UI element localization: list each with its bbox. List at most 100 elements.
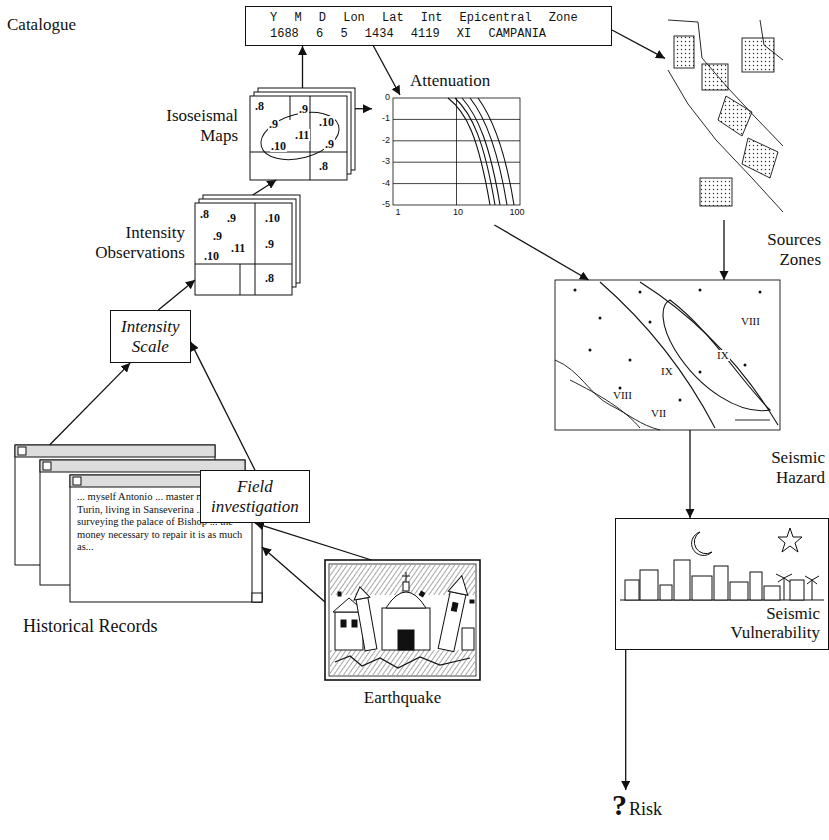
earthquake-woodcut xyxy=(356,598,377,651)
seismic-hazard-map xyxy=(570,380,640,428)
axis-tick-label: 100 xyxy=(509,208,525,217)
node-label: Attenuation xyxy=(410,71,490,91)
intensity-contour-label: VIII xyxy=(740,316,761,327)
earthquake-woodcut xyxy=(451,602,458,611)
seismic-hazard-map xyxy=(663,300,770,411)
intensity-value: .10 xyxy=(270,140,287,152)
intensity-value: .11 xyxy=(230,242,246,254)
node-label: Seismic Hazard xyxy=(735,448,825,487)
earthquake-woodcut xyxy=(341,620,346,627)
node-label: Intensity Scale xyxy=(121,317,180,356)
city-skyline xyxy=(674,560,690,600)
axis-tick-label: 10 xyxy=(450,208,466,217)
earthquake-woodcut xyxy=(330,650,475,675)
intensity-observation-stack xyxy=(195,264,292,265)
seismic-hazard-map: Seismic Hazard xyxy=(555,280,780,430)
intensity-value: .9 xyxy=(212,230,223,242)
flow-arrow xyxy=(158,280,195,310)
node-label: Earthquake xyxy=(325,688,480,708)
intensity-observation-stack xyxy=(255,203,256,295)
seismic-hazard-map xyxy=(574,289,762,402)
seismic-hazard-map xyxy=(600,282,715,428)
intensity-value: .9 xyxy=(324,138,335,150)
city-skyline xyxy=(776,574,792,582)
seismic-vulnerability: Seismic Vulnerability xyxy=(615,518,829,650)
isoseismal-map-stack xyxy=(250,96,347,180)
source-zones-map xyxy=(668,20,783,212)
attenuation-chart xyxy=(393,98,520,205)
axis-tick-label: 0 xyxy=(374,93,390,102)
city-skyline xyxy=(778,528,802,552)
seismic-hazard-map xyxy=(640,282,778,425)
intensity-observation-stack xyxy=(195,203,292,295)
node-label: ? xyxy=(612,790,627,820)
earthquake-woodcut xyxy=(382,608,430,650)
earthquake-woodcut xyxy=(448,574,471,596)
city-skyline xyxy=(640,570,658,600)
intensity-value: .9 xyxy=(226,212,237,224)
seismic-hazard-map xyxy=(574,289,577,292)
source-zones-map xyxy=(668,20,783,146)
intensity-observation-stack xyxy=(195,195,300,295)
process-box: Field investigation xyxy=(200,470,310,523)
intensity-observations: Intensity Observations xyxy=(195,195,300,295)
intensity-value: .10 xyxy=(318,116,335,128)
earthquake-woodcut xyxy=(470,600,474,603)
flow-arrow xyxy=(625,650,626,790)
intensity-contour-label: VIII xyxy=(612,390,633,401)
flow-arrow xyxy=(255,523,372,560)
intensity-value: .8 xyxy=(318,160,329,172)
flow-arrow xyxy=(494,225,588,280)
city-skyline xyxy=(750,572,762,600)
city-skyline xyxy=(812,580,813,600)
intensity-value: .8 xyxy=(199,208,210,220)
earthquake-picture: Earthquake xyxy=(325,560,480,680)
seismic-hazard-map xyxy=(735,420,770,421)
flow-arrow xyxy=(253,180,277,195)
source-zones-map xyxy=(700,178,732,206)
intensity-value: .9 xyxy=(268,118,279,130)
axis-tick-label: -1 xyxy=(374,114,390,123)
seismic-hazard-map xyxy=(649,321,652,324)
city-skyline xyxy=(692,576,712,600)
risk-mark: ?Risk xyxy=(612,790,707,830)
earthquake-woodcut xyxy=(398,630,414,650)
seismic-hazard-map xyxy=(639,291,642,294)
seismic-hazard-map xyxy=(699,289,702,292)
axis-tick-label: -5 xyxy=(374,200,390,209)
city-skyline xyxy=(764,586,780,600)
intensity-value: .8 xyxy=(264,272,275,284)
intensity-contour-label: IX xyxy=(660,366,674,377)
document-windows xyxy=(43,462,51,470)
intensity-value: .9 xyxy=(298,103,309,115)
flow-arrow xyxy=(191,342,255,470)
seismic-hazard-map xyxy=(759,291,762,294)
city-skyline xyxy=(625,580,639,600)
intensity-value: .11 xyxy=(294,129,310,141)
flow-arrow xyxy=(612,30,665,58)
attenuation-chart xyxy=(393,98,520,205)
source-zones-map xyxy=(668,70,783,212)
earthquake-woodcut xyxy=(325,560,480,680)
document-windows xyxy=(15,445,262,602)
document-windows xyxy=(18,447,26,455)
document-windows xyxy=(73,477,81,485)
attenuation-chart xyxy=(456,98,457,205)
flow-arrow xyxy=(689,430,690,518)
intensity-contour-label: VII xyxy=(650,408,667,419)
flow-arrow xyxy=(373,46,400,95)
intensity-contour-label: IX xyxy=(716,350,730,361)
node-label: Catalogue xyxy=(7,15,76,35)
city-skyline xyxy=(660,585,672,600)
source-zones-map xyxy=(718,96,752,136)
seismic-hazard-map xyxy=(599,317,602,320)
earthquake-woodcut xyxy=(403,582,409,591)
seismic-hazard-map xyxy=(555,280,780,430)
seismic-hazard-map xyxy=(679,399,682,402)
earthquake-woodcut xyxy=(419,591,424,596)
earthquake-woodcut xyxy=(406,572,407,582)
city-skyline xyxy=(730,582,748,600)
